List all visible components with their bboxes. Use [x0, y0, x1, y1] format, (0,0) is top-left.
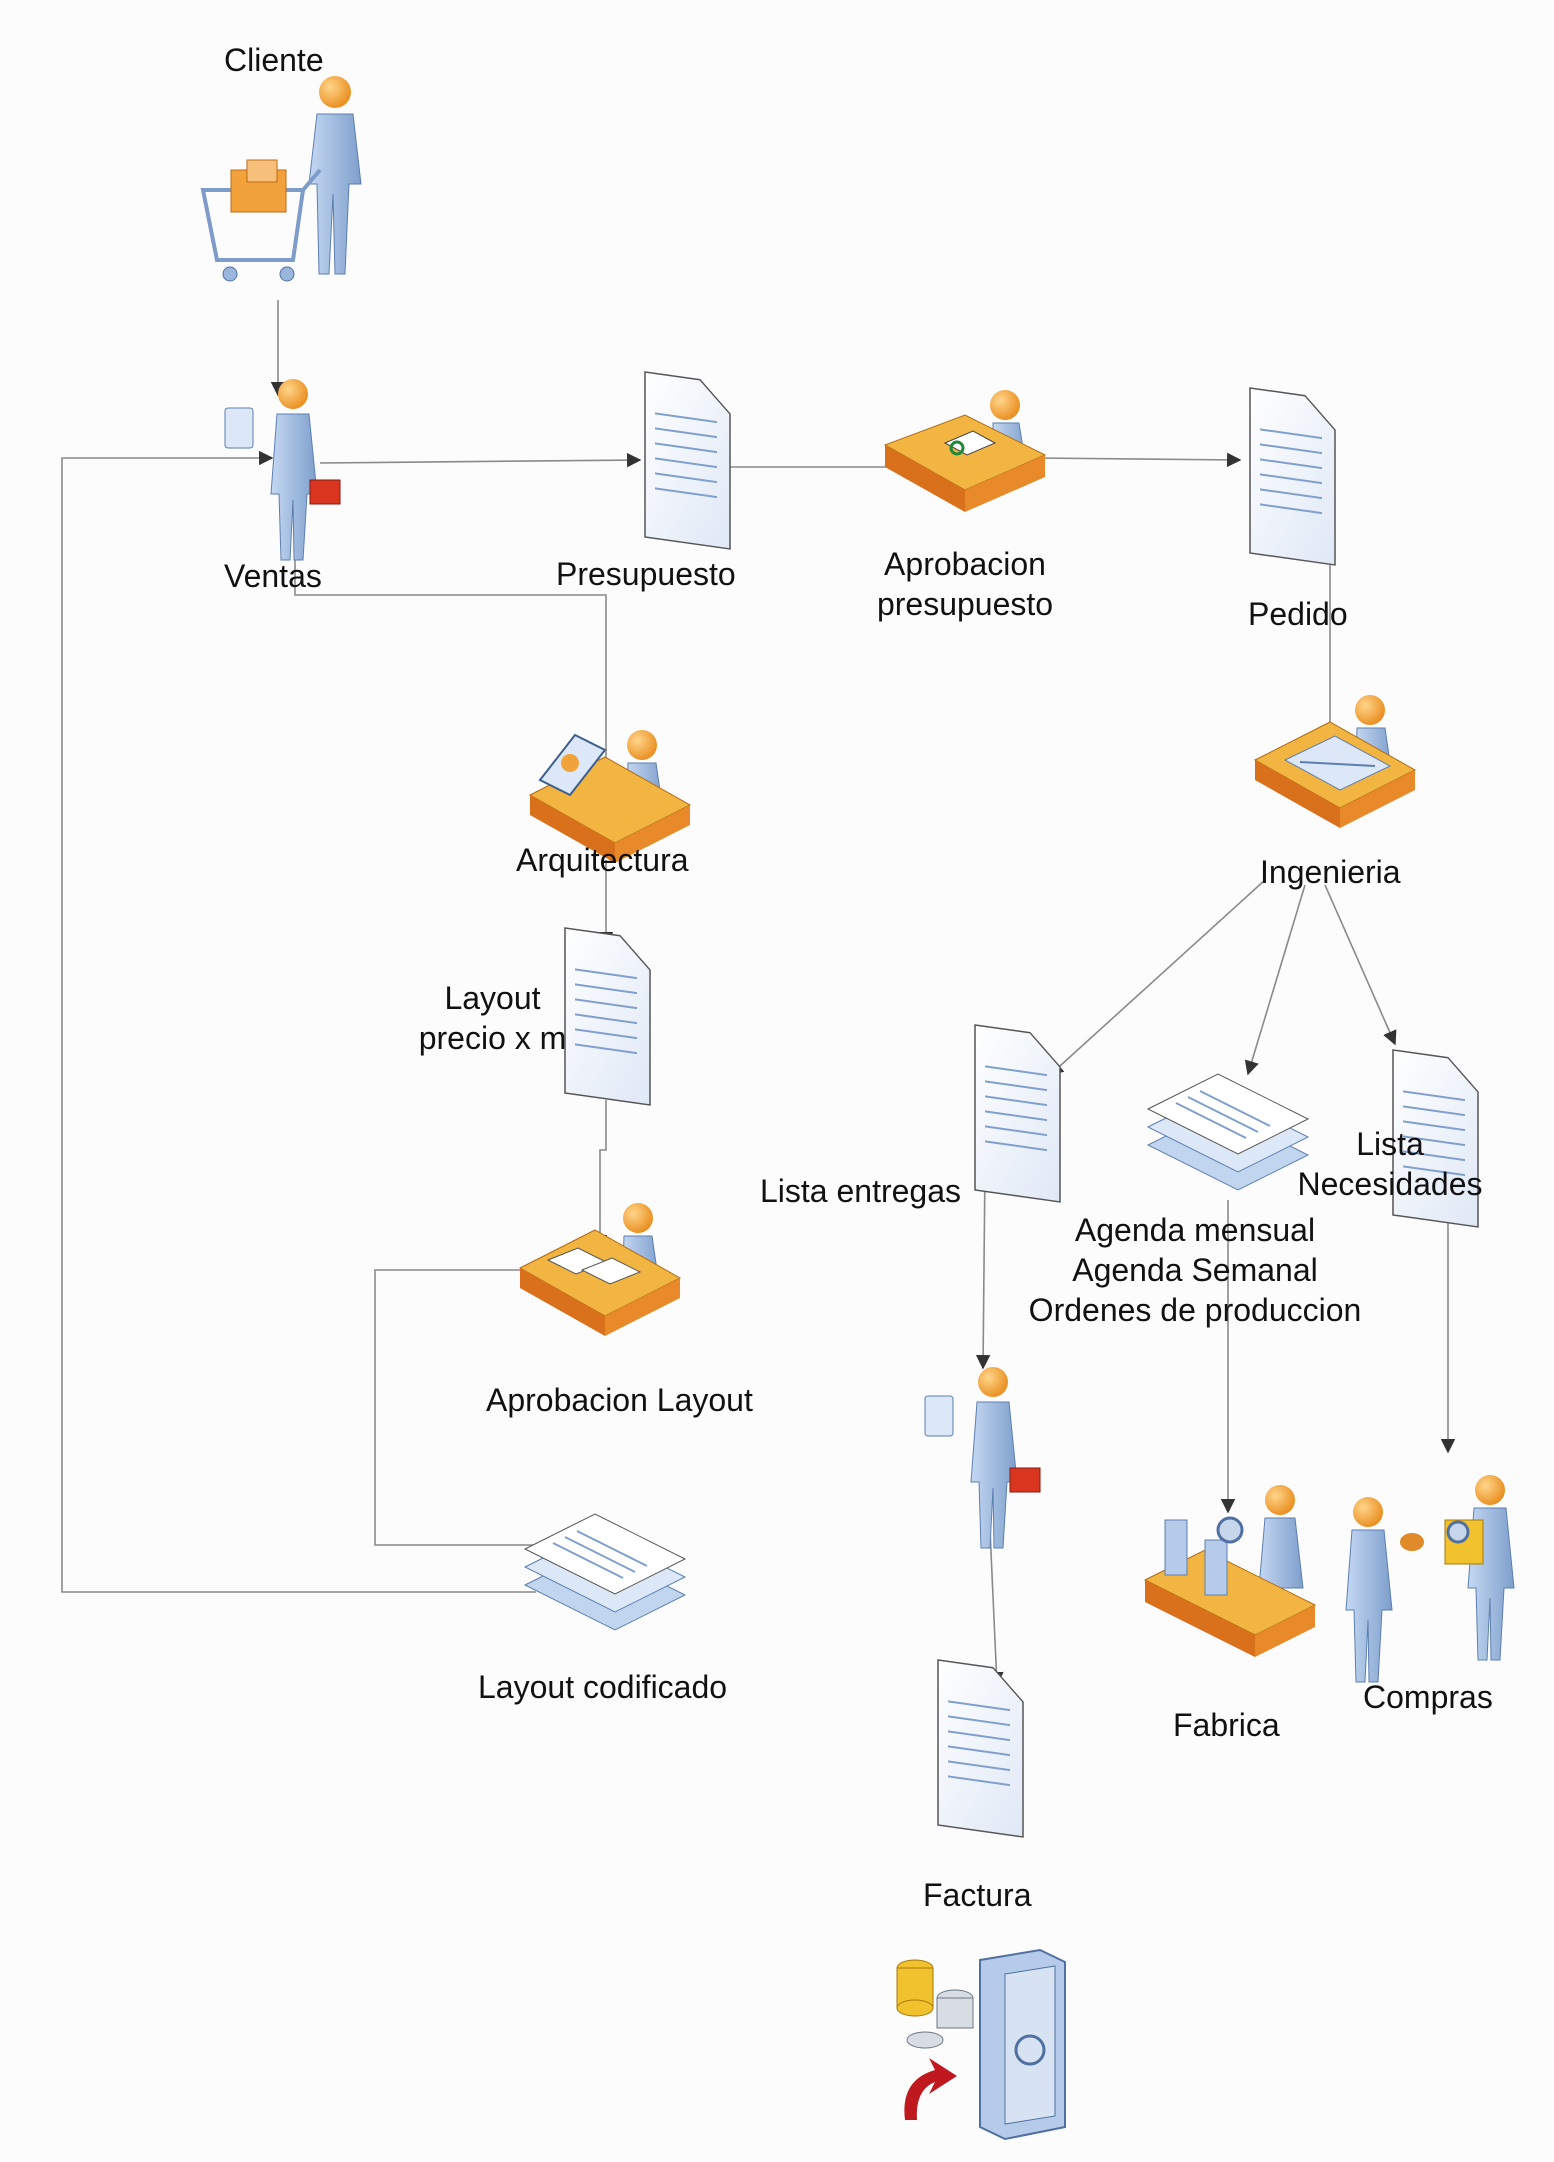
connector-codificado-ventas	[61, 450, 536, 1593]
connector-ingenieria-necesidades	[1324, 884, 1397, 1046]
connector-entregas-despacho	[975, 1164, 991, 1370]
connector-despacho-factura	[989, 1529, 1004, 1687]
connectors	[61, 300, 1456, 1687]
connector-ventas-arquitectura	[294, 530, 614, 782]
factory-assembly-line-icon	[1143, 1485, 1317, 1657]
salesperson-icon	[924, 1367, 1041, 1549]
label-ventas: Ventas	[224, 558, 322, 594]
label-aprobacion-presupuesto: Aprobacion presupuesto	[876, 546, 1054, 622]
person-reviewing-documents-icon	[518, 1203, 682, 1336]
document-icon	[974, 1024, 1061, 1203]
connector-aprobacion-codificado	[374, 1269, 550, 1546]
label-agenda: Agenda mensual Agenda Semanal Ordenes de…	[1028, 1212, 1362, 1328]
label-layout-precio: Layout precio x m	[418, 980, 567, 1056]
label-fabrica: Fabrica	[1173, 1707, 1280, 1743]
connector-ventas-presupuesto	[319, 452, 642, 468]
label-factura: Factura	[923, 1877, 1032, 1913]
connector-ingenieria-entregas	[1048, 879, 1266, 1076]
label-aprobacion-layout: Aprobacion Layout	[486, 1382, 753, 1418]
customer-with-cart-icon	[200, 76, 362, 282]
coins-and-safe-icon	[896, 1948, 1066, 2141]
label-arquitectura: Arquitectura	[516, 842, 689, 878]
label-lista-entregas: Lista entregas	[760, 1173, 962, 1209]
document-icon	[1392, 1049, 1479, 1228]
document-icon	[644, 371, 731, 550]
label-cliente: Cliente	[224, 42, 324, 78]
document-icon	[564, 927, 651, 1106]
document-stack-icon	[1146, 1073, 1310, 1191]
label-presupuesto: Presupuesto	[556, 556, 736, 592]
connector-layout-aprobacion	[592, 1100, 608, 1250]
person-at-desk-icon	[883, 390, 1047, 512]
label-pedido: Pedido	[1248, 596, 1348, 632]
engineer-at-drafting-table-icon	[1253, 695, 1417, 828]
label-layout-codificado: Layout codificado	[478, 1669, 728, 1705]
document-icon	[1249, 387, 1336, 566]
connector-aprobacion-pedido	[1034, 452, 1242, 468]
salesperson-icon	[224, 379, 341, 561]
purchasing-exchange-icon	[1345, 1475, 1515, 1683]
designer-at-desk-icon	[528, 730, 692, 863]
label-ingenieria: Ingenieria	[1260, 854, 1401, 890]
connector-ingenieria-agenda	[1244, 884, 1306, 1076]
document-stack-icon	[523, 1513, 687, 1631]
document-icon	[937, 1659, 1024, 1838]
label-compras: Compras	[1363, 1679, 1493, 1715]
label-lista-necesidades: Lista Necesidades	[1297, 1126, 1483, 1202]
